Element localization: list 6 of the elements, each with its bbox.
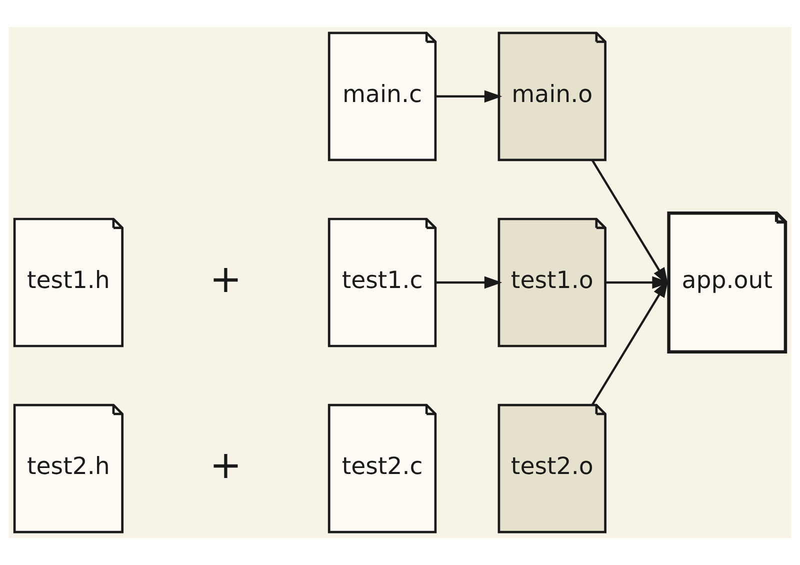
arrow (436, 276, 502, 289)
arrow (591, 159, 668, 286)
arrow (591, 280, 668, 406)
arrow (436, 90, 502, 103)
label: + (210, 442, 242, 488)
label: + (210, 256, 242, 302)
